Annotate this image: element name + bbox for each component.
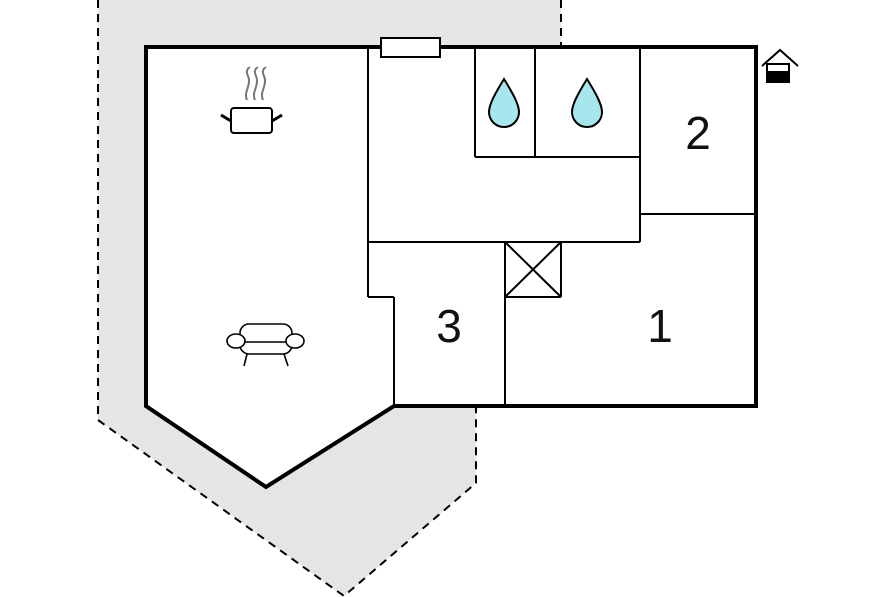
room-label-3: 3 bbox=[436, 300, 462, 352]
water-drop-icon bbox=[570, 77, 604, 128]
room-label-1: 1 bbox=[647, 300, 673, 352]
exterior-walls bbox=[144, 45, 758, 490]
sofa-icon bbox=[226, 323, 305, 367]
house-entrance-icon bbox=[761, 48, 799, 83]
window-icon bbox=[380, 37, 441, 58]
water-drop-icon bbox=[487, 77, 521, 128]
room-label-2: 2 bbox=[685, 107, 711, 159]
terrace bbox=[97, 0, 562, 597]
cooking-pot-icon bbox=[220, 66, 283, 134]
interior-walls bbox=[367, 47, 756, 406]
shaft-cross-icon bbox=[504, 241, 562, 298]
